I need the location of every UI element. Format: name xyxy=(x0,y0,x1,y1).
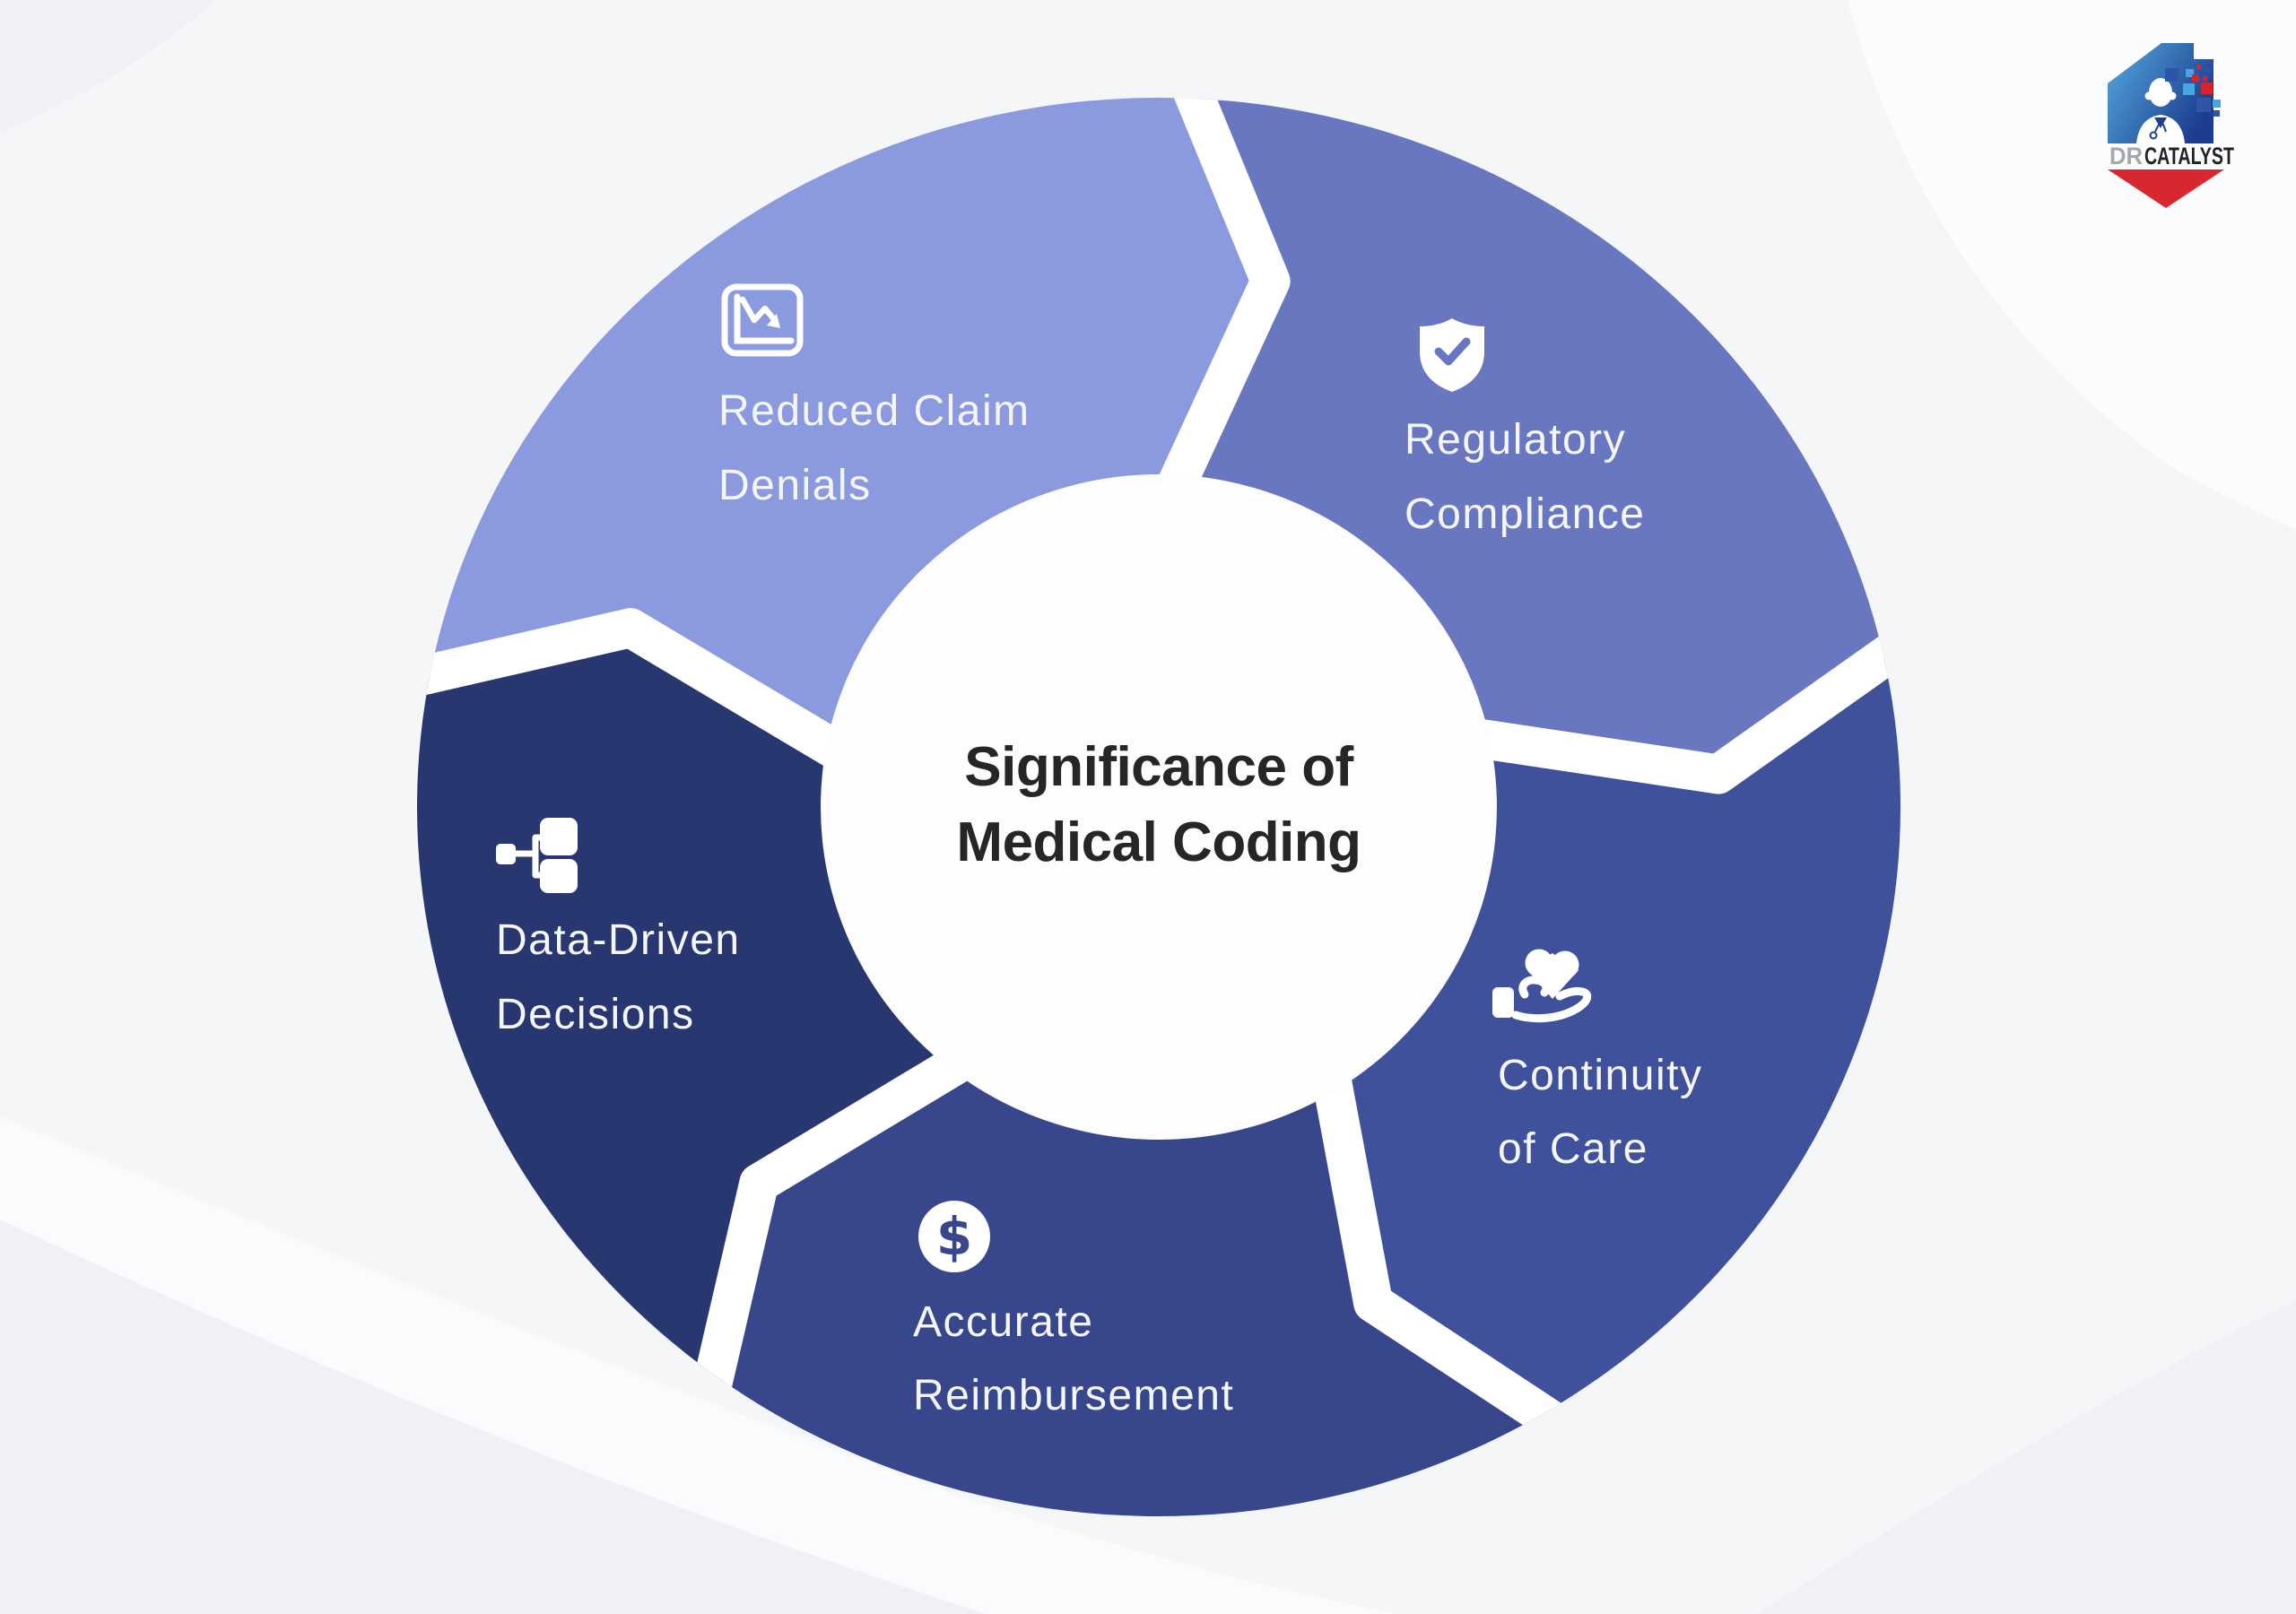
center-circle xyxy=(821,474,1497,1140)
segment-label-line: Reimbursement xyxy=(913,1372,1234,1419)
segment-label-line: Data-Driven xyxy=(496,916,741,964)
doctor-silhouette-icon xyxy=(2136,78,2185,143)
swirl-bottom-left xyxy=(0,1116,1399,1614)
segment-label-line: Decisions xyxy=(496,991,695,1038)
segment-divider xyxy=(1442,584,1900,794)
hand-holding-heart-icon xyxy=(1492,949,1592,1023)
segment-label-line: Reduced Claim xyxy=(718,387,1031,435)
segment-divider xyxy=(1305,1038,1636,1486)
logo-text-dr: DR xyxy=(2109,143,2143,169)
segment-reduced-claim-denials xyxy=(417,98,1271,767)
shield-check-icon xyxy=(1420,318,1484,392)
dollar-glyph: $ xyxy=(936,1206,972,1267)
segment-label-line: Continuity xyxy=(1498,1052,1702,1099)
segment-content-accurate-reimbursement: $ Accurate Reimbursement xyxy=(913,1201,1234,1419)
segment-label-line: Compliance xyxy=(1405,490,1645,538)
segment-label-line: of Care xyxy=(1498,1125,1648,1173)
segment-label-line: Accurate xyxy=(913,1298,1093,1346)
declining-line-chart-icon xyxy=(721,283,804,357)
swirl-bottom-left-highlight xyxy=(0,1116,1399,1614)
segment-content-continuity-of-care: Continuity of Care xyxy=(1492,949,1702,1173)
segment-label-line: Denials xyxy=(718,462,872,509)
logo-pixel-squares xyxy=(2165,65,2221,117)
org-chart-icon xyxy=(496,818,578,893)
swirl-bottom-right xyxy=(1758,1300,2296,1614)
logo-text-catalyst: CATALYST xyxy=(2144,143,2234,169)
segment-divider xyxy=(1140,98,1291,532)
title-line-1: Significance of xyxy=(964,736,1353,798)
swirl-top-left xyxy=(0,0,215,133)
segment-divider xyxy=(417,608,875,785)
segment-accurate-reimbursement xyxy=(692,1051,1625,1516)
segment-content-regulatory-compliance: Regulatory Compliance xyxy=(1405,318,1645,538)
page-title: Significance of Medical Coding xyxy=(956,736,1361,873)
segment-content-reduced-claim-denials: Reduced Claim Denials xyxy=(718,283,1031,509)
segment-label-line: Regulatory xyxy=(1405,416,1626,464)
dollar-coin-icon: $ xyxy=(918,1201,990,1272)
segment-divider xyxy=(673,1025,1004,1473)
title-line-2: Medical Coding xyxy=(956,811,1361,873)
drcatalyst-logo: DR CATALYST xyxy=(2108,43,2234,208)
logo-arrow-down-icon xyxy=(2108,169,2224,208)
swirl-top-right xyxy=(1848,0,2296,529)
segment-content-data-driven-decisions: Data-Driven Decisions xyxy=(496,818,741,1038)
